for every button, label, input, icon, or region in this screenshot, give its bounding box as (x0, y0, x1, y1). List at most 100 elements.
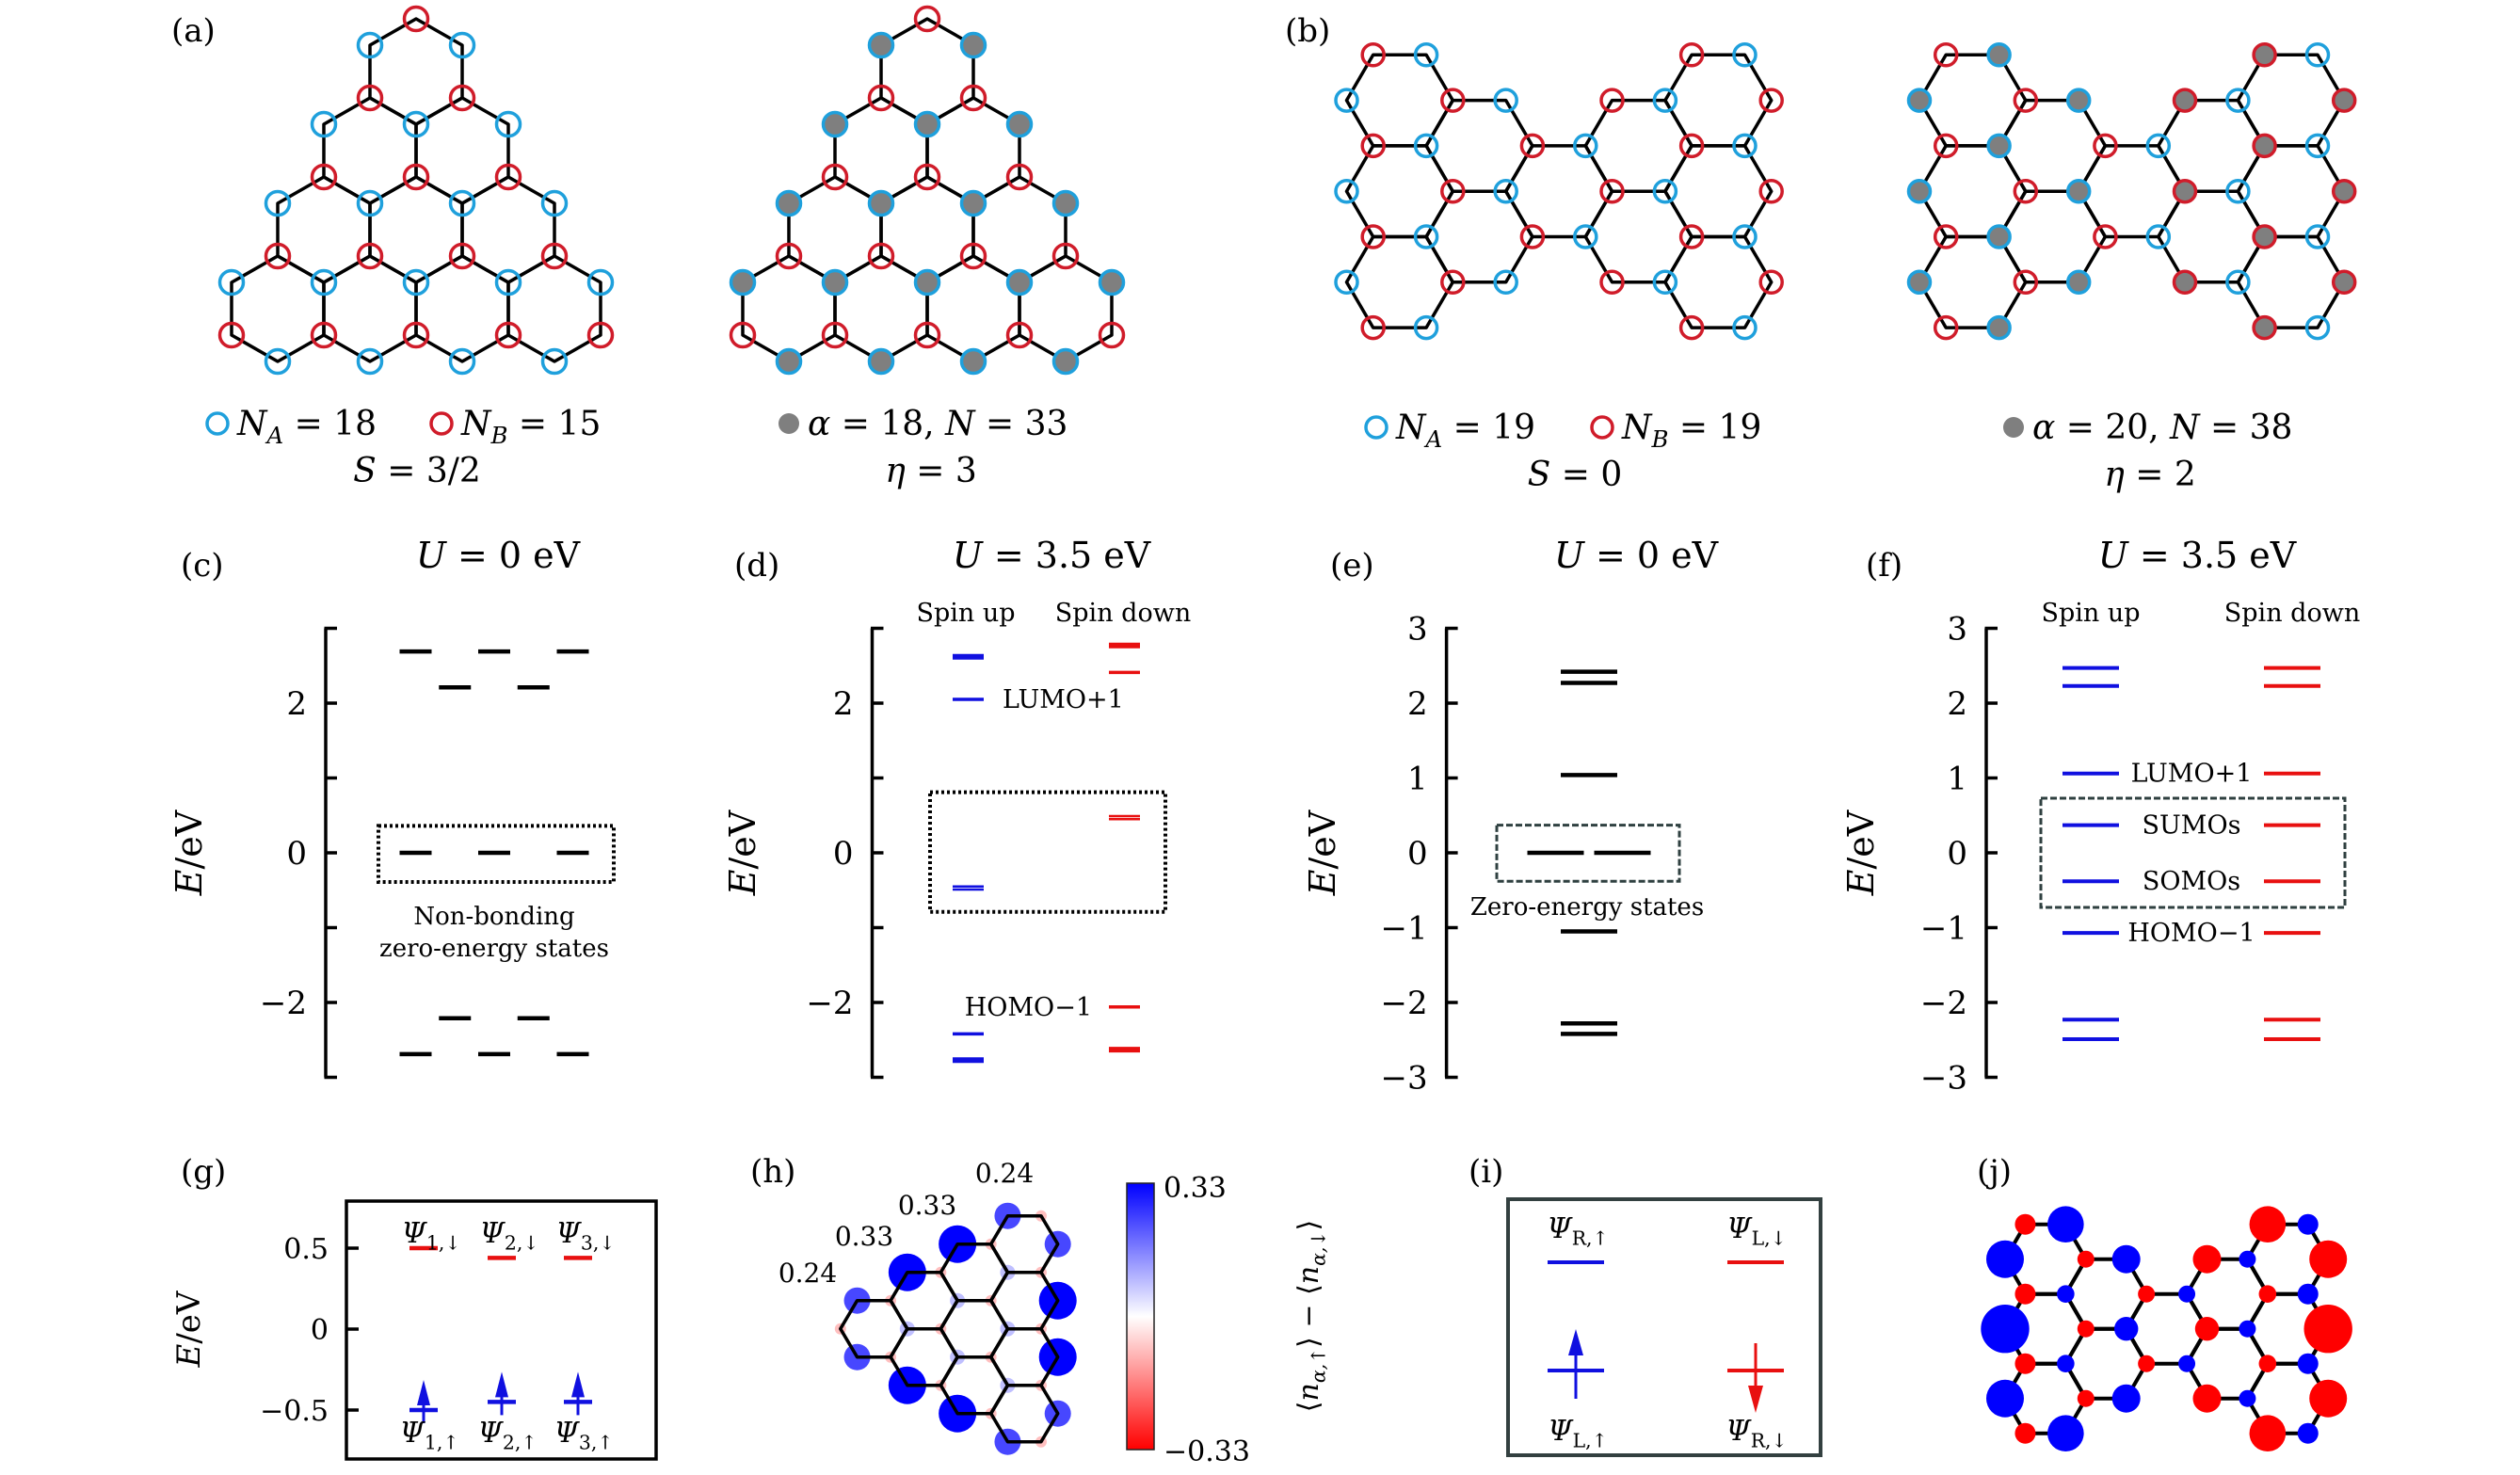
site-B (1519, 224, 1546, 249)
text-part: 3,↓ (581, 1232, 616, 1255)
text-part: S (353, 452, 377, 490)
panel-label-i: (i) (1469, 1153, 1503, 1191)
text-part: = 0 (1550, 456, 1622, 494)
panel-label-e: (e) (1330, 547, 1374, 585)
text-part: HOMO−1 (2127, 919, 2255, 948)
site-B (913, 163, 941, 191)
text-part: (d) (734, 547, 779, 585)
colorbar (1126, 1182, 1155, 1451)
text-part: E (170, 1343, 208, 1368)
hexagon-ring (368, 175, 464, 284)
site-B (821, 321, 849, 349)
site-A (2304, 42, 2331, 68)
spin-up-density-dot (2047, 1206, 2084, 1243)
panel-title: U = 0 eV (416, 535, 581, 576)
y-axis-label: E/eV (722, 810, 763, 896)
text-part: A (1424, 425, 1443, 453)
site-A (1652, 88, 1678, 113)
panel-label-d: (d) (734, 547, 779, 585)
site-A (959, 31, 987, 59)
hexagon-ring (414, 96, 510, 205)
text-part: = 3.5 eV (983, 535, 1151, 576)
text-part: /eV (722, 810, 763, 869)
site-B (2093, 224, 2118, 249)
spin-up-arrow-icon (1568, 1329, 1583, 1355)
text-part: Ψ (480, 1217, 506, 1250)
y-tick-label: −3 (1380, 1060, 1427, 1098)
hexagon-ring (971, 175, 1067, 284)
spin-up-density-dot (1981, 1305, 2030, 1354)
text-part: E (1840, 869, 1882, 896)
hexagon-ring (1424, 98, 1534, 193)
highlight-box (1495, 824, 1681, 883)
hexagon-ring (1018, 254, 1114, 363)
site-A (2145, 224, 2172, 249)
site-B (1758, 269, 1784, 296)
site-A (867, 347, 895, 376)
site-B (540, 242, 569, 270)
site-B (1360, 224, 1386, 249)
text-part: 0.33 (898, 1190, 956, 1221)
site-B (1599, 269, 1625, 296)
site-B (959, 242, 987, 270)
text-part: 1 (1947, 761, 1967, 798)
site-A (264, 189, 292, 217)
site-B (1519, 133, 1546, 159)
site-A (1493, 269, 1518, 296)
site-A (1732, 314, 1758, 341)
colorbar-min-label: −0.33 (1164, 1435, 1250, 1468)
site-A (586, 268, 615, 297)
y-tick-label: 0 (1407, 835, 1428, 873)
spin-up-arrow-icon (495, 1371, 508, 1398)
site-B (356, 242, 384, 270)
text-part: = 0 eV (1584, 535, 1719, 576)
site-A (1732, 133, 1758, 159)
text-part: −1 (1920, 910, 1967, 948)
site-A (540, 347, 569, 376)
site-B (2172, 269, 2198, 296)
text-part: N (944, 405, 976, 443)
text-part: 0 (1407, 835, 1428, 873)
orbital-label: SUMOs (2143, 811, 2241, 841)
spin-down-density-dot (2138, 1285, 2156, 1303)
hexagon-ring (276, 175, 372, 284)
site-A (959, 189, 987, 217)
text-part: 2,↓ (505, 1232, 539, 1255)
spin-up-density-dot (2297, 1353, 2319, 1374)
text-part: 0 (1947, 835, 1967, 873)
bowtie-sublattice (1334, 42, 1784, 341)
colorbar-label: ⟨nα,↑⟩ − ⟨nα,↓⟩ (1292, 1220, 1330, 1412)
site-B (494, 321, 522, 349)
site-A (1413, 224, 1439, 249)
site-B (1678, 224, 1705, 249)
text-part: /eV (170, 1290, 208, 1344)
site-B (1440, 88, 1466, 113)
site-B (356, 84, 384, 112)
site-A (448, 189, 476, 217)
total-spin: S = 3/2 (353, 452, 481, 490)
site-A (310, 268, 338, 297)
text-part: /eV (169, 810, 210, 869)
site-A (2304, 224, 2331, 249)
text-part: −2 (806, 985, 853, 1022)
site-A (1906, 88, 1933, 113)
site-B (1599, 178, 1625, 204)
site-B (586, 321, 615, 349)
text-part: Ψ (1725, 1415, 1752, 1448)
hexagon-ring (925, 254, 1021, 363)
site-B (402, 5, 430, 33)
site-B (2252, 314, 2277, 341)
site-A (2065, 88, 2092, 113)
text-part: ⟩ (1292, 1220, 1325, 1231)
site-B (448, 242, 476, 270)
y-tick-label: 1 (1407, 761, 1428, 798)
spin-up-header: Spin up (916, 599, 1015, 628)
hexagon-ring (1503, 144, 1614, 239)
y-tick-label: −1 (1380, 910, 1427, 948)
hexagon-ring (1344, 234, 1455, 329)
legend-alpha: α = 20, N = 38 (2032, 409, 2292, 447)
panel-label-f: (f) (1866, 547, 1902, 585)
site-A (448, 347, 476, 376)
panel-h-spin-density: 0.240.330.330.240.33−0.33⟨nα,↑⟩ − ⟨nα,↓⟩ (778, 1158, 1330, 1468)
text-part: U (953, 535, 985, 576)
